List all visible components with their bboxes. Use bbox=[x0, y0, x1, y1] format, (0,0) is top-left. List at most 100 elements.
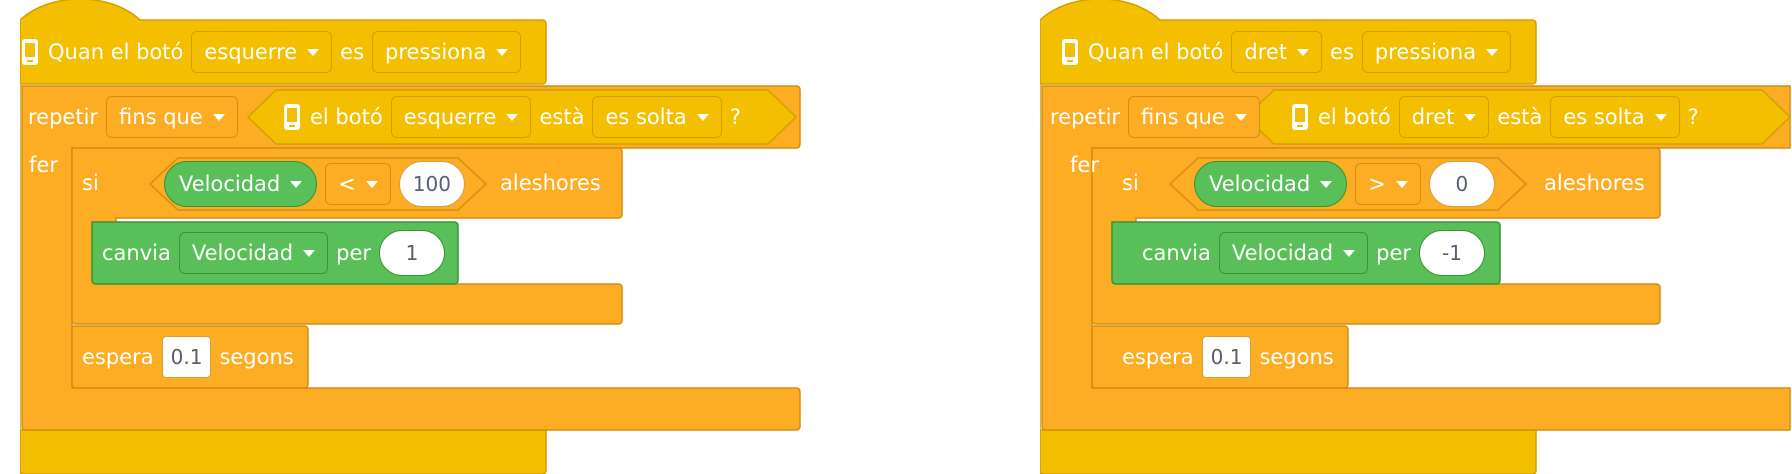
cond-button-dropdown[interactable]: esquerre bbox=[390, 96, 532, 138]
chevron-down-icon bbox=[365, 180, 378, 188]
hat-label-start: Quan el botó bbox=[48, 39, 184, 64]
repeat-mode-value: fins que bbox=[1141, 105, 1225, 129]
operator-dropdown[interactable]: < bbox=[325, 163, 391, 205]
do-label: fer bbox=[1070, 153, 1099, 177]
change-row[interactable]: canvia Velocidad per -1 bbox=[1142, 230, 1485, 276]
wait-value-input[interactable]: 0.1 bbox=[161, 336, 212, 378]
variable-name: Velocidad bbox=[179, 172, 281, 196]
change-variable-value: Velocidad bbox=[191, 241, 294, 265]
state-dropdown[interactable]: pressiona bbox=[372, 31, 522, 73]
change-variable-dropdown[interactable]: Velocidad bbox=[1218, 232, 1369, 274]
wait-label: espera bbox=[1122, 344, 1194, 369]
repeat-mode-dropdown[interactable]: fins que bbox=[1128, 96, 1260, 138]
device-icon bbox=[1292, 104, 1308, 130]
chevron-down-icon bbox=[1395, 180, 1408, 188]
cond-question: ? bbox=[1687, 104, 1699, 129]
cond-button-value: dret bbox=[1411, 105, 1455, 129]
state-dropdown-value: pressiona bbox=[1374, 40, 1477, 64]
repeat-condition-row[interactable]: el botó esquerre està es solta ? bbox=[282, 96, 741, 138]
change-label: canvia bbox=[102, 240, 171, 265]
change-variable-value: Velocidad bbox=[1231, 241, 1334, 265]
chevron-down-icon bbox=[290, 180, 303, 188]
per-label: per bbox=[1376, 240, 1411, 265]
if-label: si bbox=[1122, 171, 1139, 195]
hat-label-mid: es bbox=[1330, 39, 1354, 64]
variable-name: Velocidad bbox=[1209, 172, 1311, 196]
variable-reporter[interactable]: Velocidad bbox=[164, 161, 318, 207]
chevron-down-icon bbox=[496, 48, 509, 56]
chevron-down-icon bbox=[303, 249, 316, 257]
chevron-down-icon bbox=[1234, 113, 1247, 121]
do-row: fer bbox=[1070, 155, 1099, 176]
then-label: aleshores bbox=[500, 171, 601, 195]
repeat-condition-row[interactable]: el botó dret està es solta ? bbox=[1290, 96, 1699, 138]
if-then-row: aleshores bbox=[500, 173, 601, 194]
chevron-down-icon bbox=[307, 48, 320, 56]
cond-state-value: es solta bbox=[1563, 105, 1645, 129]
if-condition-row[interactable]: Velocidad < 100 bbox=[164, 161, 465, 207]
repeat-mode-value: fins que bbox=[119, 105, 203, 129]
do-row: fer bbox=[29, 155, 58, 176]
script-right[interactable]: Quan el botó dret es pressiona repetir f… bbox=[1040, 0, 1792, 474]
if-row: si bbox=[82, 173, 99, 194]
operator-dropdown[interactable]: > bbox=[1355, 163, 1421, 205]
repeat-label: repetir bbox=[1050, 104, 1121, 129]
state-dropdown-value: pressiona bbox=[385, 40, 487, 64]
repeat-row: repetir fins que bbox=[1050, 96, 1260, 138]
chevron-down-icon bbox=[212, 113, 225, 121]
repeat-mode-dropdown[interactable]: fins que bbox=[106, 96, 238, 138]
button-dropdown-value: esquerre bbox=[204, 40, 298, 64]
hat-row: Quan el botó dret es pressiona bbox=[1060, 31, 1512, 73]
change-row[interactable]: canvia Velocidad per 1 bbox=[102, 230, 445, 276]
if-row: si bbox=[1122, 173, 1139, 194]
if-then-row: aleshores bbox=[1544, 173, 1645, 194]
cond-mid-label: està bbox=[1497, 104, 1543, 129]
wait-unit: segons bbox=[219, 344, 294, 369]
chevron-down-icon bbox=[1320, 180, 1333, 188]
chevron-down-icon bbox=[696, 113, 709, 121]
change-value-input[interactable]: 1 bbox=[379, 230, 445, 276]
compare-value-input[interactable]: 0 bbox=[1428, 161, 1495, 207]
per-label: per bbox=[336, 240, 371, 265]
device-icon bbox=[22, 39, 38, 65]
hat-row: Quan el botó esquerre es pressiona bbox=[20, 31, 522, 73]
cond-mid-label: està bbox=[539, 104, 585, 129]
wait-row[interactable]: espera 0.1 segons bbox=[82, 336, 294, 378]
hat-label-start: Quan el botó bbox=[1088, 39, 1224, 64]
chevron-down-icon bbox=[1654, 113, 1667, 121]
if-label: si bbox=[82, 171, 99, 195]
cond-state-dropdown[interactable]: es solta bbox=[1550, 96, 1680, 138]
hat-block-bottom bbox=[20, 429, 547, 474]
do-label: fer bbox=[29, 153, 58, 177]
wait-unit: segons bbox=[1259, 344, 1334, 369]
cond-label: el botó bbox=[1318, 104, 1391, 129]
cond-state-dropdown[interactable]: es solta bbox=[592, 96, 722, 138]
wait-label: espera bbox=[82, 344, 154, 369]
repeat-row: repetir fins que bbox=[28, 96, 238, 138]
compare-value-input[interactable]: 100 bbox=[398, 161, 465, 207]
device-icon bbox=[1062, 39, 1078, 65]
cond-state-value: es solta bbox=[605, 105, 687, 129]
wait-value-input[interactable]: 0.1 bbox=[1201, 336, 1252, 378]
if-condition-row[interactable]: Velocidad > 0 bbox=[1194, 161, 1495, 207]
script-left[interactable]: Quan el botó esquerre es pressiona repet… bbox=[20, 0, 810, 474]
variable-reporter[interactable]: Velocidad bbox=[1194, 161, 1348, 207]
cond-button-value: esquerre bbox=[403, 105, 497, 129]
chevron-down-icon bbox=[506, 113, 519, 121]
chevron-down-icon bbox=[1486, 48, 1499, 56]
then-label: aleshores bbox=[1544, 171, 1645, 195]
button-dropdown[interactable]: dret bbox=[1231, 31, 1323, 73]
repeat-label: repetir bbox=[28, 104, 99, 129]
cond-label: el botó bbox=[310, 104, 383, 129]
change-variable-dropdown[interactable]: Velocidad bbox=[178, 232, 329, 274]
button-dropdown[interactable]: esquerre bbox=[191, 31, 333, 73]
change-value-input[interactable]: -1 bbox=[1419, 230, 1485, 276]
state-dropdown[interactable]: pressiona bbox=[1361, 31, 1512, 73]
cond-question: ? bbox=[729, 104, 741, 129]
operator-value: > bbox=[1368, 172, 1386, 196]
operator-value: < bbox=[338, 172, 356, 196]
cond-button-dropdown[interactable]: dret bbox=[1398, 96, 1490, 138]
wait-row[interactable]: espera 0.1 segons bbox=[1122, 336, 1334, 378]
hat-block-bottom bbox=[1040, 429, 1537, 474]
